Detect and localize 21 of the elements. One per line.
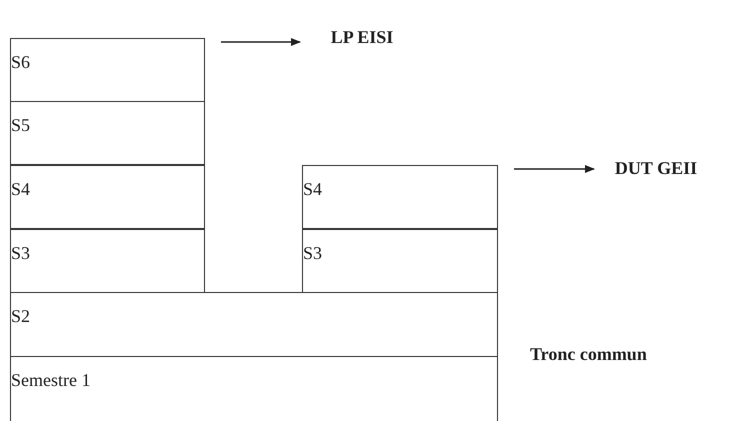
semester-box [10, 165, 205, 229]
semester-label: Semestre 1 [11, 369, 90, 392]
semester-label: S3 [11, 242, 30, 264]
semester-box [10, 101, 205, 165]
semester-box [302, 229, 498, 293]
semester-box [10, 229, 205, 293]
track-label: DUT GEII [614, 156, 698, 180]
track-label: LP EISI [330, 26, 394, 48]
semester-box [10, 356, 498, 421]
group-label: Tronc commun [530, 343, 647, 366]
semester-label: S3 [303, 242, 322, 264]
semester-box [10, 38, 205, 102]
semester-label: S5 [11, 114, 30, 136]
semester-label: S2 [11, 305, 30, 328]
semester-label: S4 [303, 178, 322, 200]
arrow [514, 165, 595, 173]
semester-box [302, 165, 498, 229]
semester-box [10, 292, 498, 357]
arrow [221, 38, 301, 46]
semester-label: S6 [11, 51, 30, 74]
semester-label: S4 [11, 178, 30, 200]
